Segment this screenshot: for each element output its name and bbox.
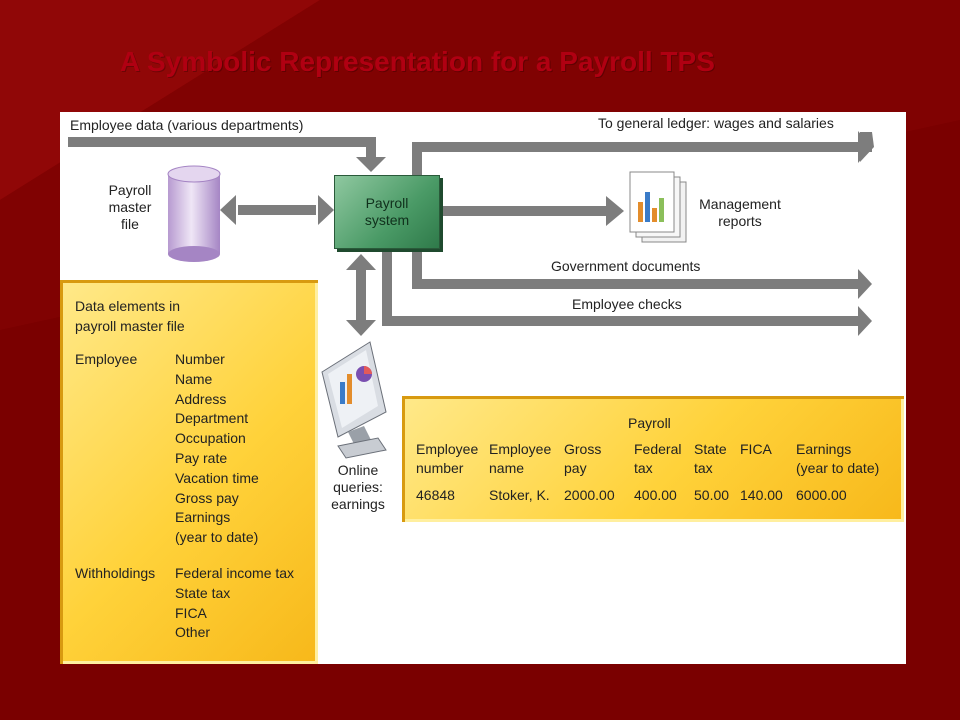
database-icon [167,165,221,262]
table-cell: 140.00 [740,487,783,503]
table-header: Earnings(year to date) [796,441,880,476]
list-item: State tax [175,584,231,601]
employee-checks-arrow [382,248,872,336]
list-item: Federal income tax [175,565,295,581]
list-item: Name [175,370,213,387]
list-item: Other [175,624,211,641]
list-item: Number [175,351,225,367]
table-cell: 2000.00 [564,487,615,503]
general-ledger-arrow [412,131,874,182]
data-elements-heading: Data elements in payroll master file [75,298,185,334]
general-ledger-label: To general ledger: wages and salaries [598,115,834,131]
payroll-table-title: Payroll [628,415,671,431]
management-reports-arrow [440,196,624,226]
government-documents-label: Government documents [551,258,701,274]
government-documents-arrow [412,248,872,299]
payroll-system-box: Payroll system [334,175,440,249]
management-reports-label: Management reports [699,196,781,229]
list-item: Vacation time [175,469,259,486]
master-file-label: Payroll master file [108,182,152,232]
diagram-panel: Employee data (various departments) To g… [60,112,906,664]
table-cell: 50.00 [694,487,730,503]
group-name-withholdings: Withholdings [75,565,156,581]
withholdings-items-list: Federal income tax State tax FICA Other [175,564,294,643]
table-cell: 400.00 [634,487,677,503]
table-cell: Stoker, K. [489,487,550,503]
list-item: (year to date) [175,529,259,546]
employee-data-arrow [68,137,386,172]
online-queries-arrow [346,254,376,336]
list-item: Earnings [175,509,231,526]
list-item: Occupation [175,430,246,447]
list-item: FICA [175,604,207,621]
online-queries-label: Online queries: earnings [331,462,385,512]
monitor-icon [321,341,387,459]
employee-items-list: Number Name Address Department Occupatio… [175,350,259,548]
master-file-arrow [220,195,334,225]
table-cell: 46848 [416,487,455,503]
group-name-employee: Employee [75,351,138,367]
slide-title: A Symbolic Representation for a Payroll … [120,46,715,77]
list-item: Pay rate [175,449,228,466]
reports-icon [629,171,687,243]
data-elements-box: Data elements in payroll master file Emp… [60,280,318,664]
list-item: Address [175,390,227,407]
employee-checks-label: Employee checks [572,296,682,312]
table-cell: 6000.00 [796,487,847,503]
employee-data-label: Employee data (various departments) [70,117,304,133]
table-header: FICA [740,441,772,457]
list-item: Gross pay [175,489,239,506]
list-item: Department [175,410,249,427]
diagram-arrows [68,131,874,459]
